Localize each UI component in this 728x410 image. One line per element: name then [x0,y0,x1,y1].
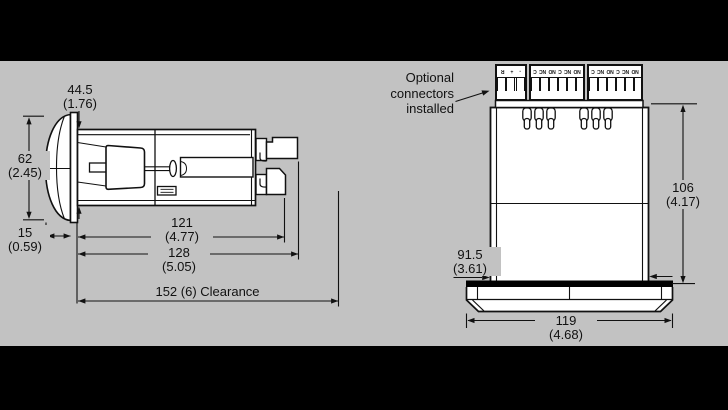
terminal-slots [589,78,643,99]
terminal-block-relay-1: NO NC C NO NC C [529,64,585,101]
setting-knob [105,144,146,191]
note-line-1: Optional [405,70,454,85]
terminal-label: NC [622,68,630,75]
terminal-block-power: - + R [495,64,527,101]
rear-view-arrowheads [467,90,686,324]
dim-119-in: (4.68) [549,326,583,342]
terminal-slot [567,78,576,91]
terminal-label: NO [631,68,639,75]
terminal-slot [506,78,516,91]
dim-15: 15 (0.59) [0,225,50,254]
terminal-label: C [616,68,620,75]
terminal-label: C [533,68,537,75]
dim-62-mm: 62 [17,151,33,166]
terminal-label: NC [539,68,547,75]
dim-44-5: 44.5 (1.76) [49,82,111,111]
terminal-labels-rotated-180: - + R [497,66,525,77]
terminal-label: NO [606,68,614,75]
dim-62-in: (2.45) [8,164,42,180]
dim-44-5-mm: 44.5 [67,82,93,97]
terminal-label: NC [597,68,605,75]
terminal-label: C [591,68,595,75]
dim-44-5-in: (1.76) [63,95,97,111]
dim-121-mm: 121 [171,215,193,230]
mounting-flange [465,280,674,313]
dim-106-mm: 106 [672,180,694,195]
terminal-label: - [519,68,521,75]
terminal-slot [531,78,540,91]
dim-91-5: 91.5 (3.61) [439,247,501,276]
dim-15-mm: 15 [17,225,33,240]
terminal-slot [540,78,549,91]
terminal-label: C [558,68,562,75]
terminal-screws [522,107,613,130]
terminal-label: R [501,68,505,75]
terminal-label: NO [573,68,581,75]
terminal-slot [497,78,507,91]
dim-121: 121 (4.77) [151,215,213,244]
note-line-3: installed [406,101,454,116]
terminal-slot [616,78,625,91]
dim-106: 106 (4.17) [652,180,714,209]
terminal-slot [634,78,643,91]
terminal-slot [576,78,585,91]
terminal-divider-line [531,77,583,78]
terminal-divider-line [589,77,641,78]
dim-128-mm: 128 [168,245,190,260]
rear-view-outline [465,99,674,313]
note-line-2: connectors [390,85,454,101]
optional-connectors-note: Optional connectors installed [376,70,454,117]
terminal-label: NC [564,68,572,75]
connector-port [156,185,177,196]
dim-121-in: (4.77) [165,228,199,244]
terminal-slot [558,78,567,91]
terminal-slot [515,78,525,91]
terminal-slot [607,78,616,91]
terminal-slot [549,78,558,91]
dim-15-in: (0.59) [8,238,42,254]
dim-91-5-mm: 91.5 [457,247,483,262]
terminal-slot [598,78,607,91]
dim-106-in: (4.17) [666,193,700,209]
terminal-label: NO [548,68,556,75]
terminal-slot [589,78,598,91]
terminal-labels-rotated-180: NO NC C NO NC C [589,66,641,77]
dim-119: 119 (4.68) [535,313,597,342]
dim-152-clearance: 152 (6) Clearance [120,284,295,300]
terminal-slots [531,78,585,99]
dim-91-5-in: (3.61) [453,260,487,276]
rear-plug-bottom [255,167,287,196]
rear-plug-top [255,136,299,162]
dim-62: 62 (2.45) [0,151,50,180]
terminal-label: + [510,68,514,75]
knob-pointer [88,162,108,173]
dim-119-mm: 119 [555,313,577,328]
terminal-block-relay-2: NO NC C NO NC C [587,64,643,101]
terminal-divider-line [497,77,525,78]
terminal-slots [497,78,525,99]
terminal-slot [625,78,634,91]
dim-128-in: (5.05) [162,258,196,274]
side-view-arrowheads [26,117,339,304]
dim-128: 128 (5.05) [148,245,210,274]
terminal-labels-rotated-180: NO NC C NO NC C [531,66,583,77]
side-view-outline [44,111,299,224]
